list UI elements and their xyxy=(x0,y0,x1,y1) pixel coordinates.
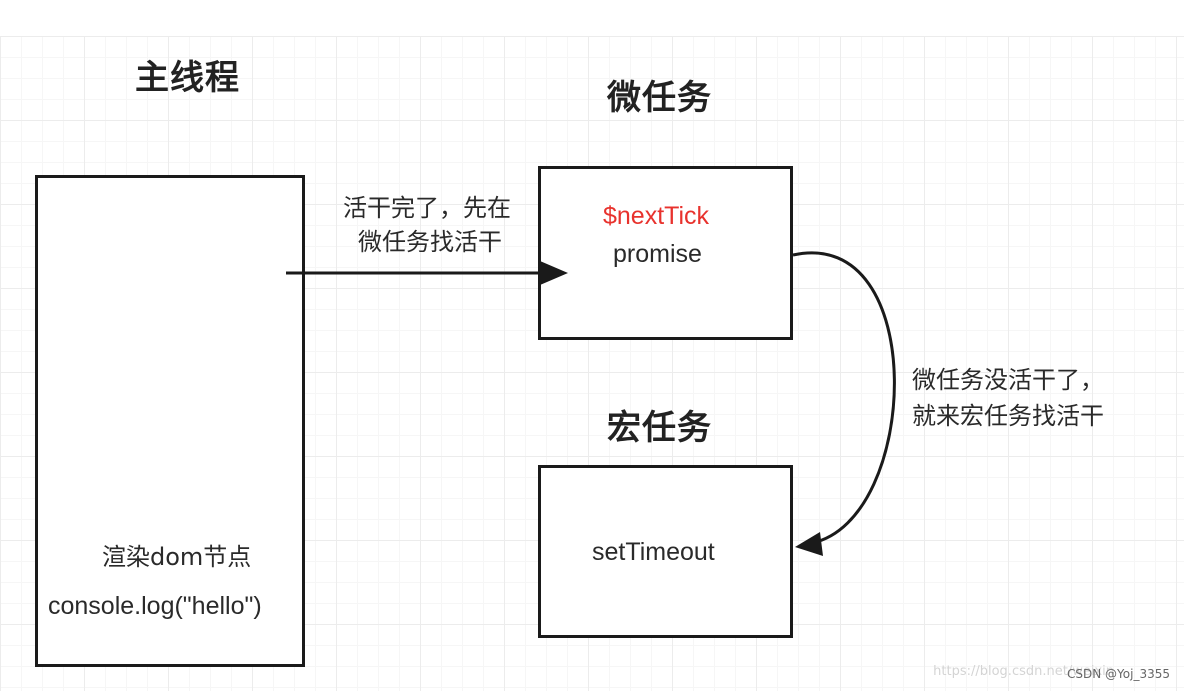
to-micro-note-line1: 活干完了，先在 xyxy=(343,194,511,222)
url-watermark: https://blog.csdn.net/weixin xyxy=(933,664,1114,679)
to-micro-note-line2: 微任务找活干 xyxy=(358,228,502,256)
micro-task-heading: 微任务 xyxy=(607,78,712,118)
to-macro-note-line1: 微任务没活干了， xyxy=(912,366,1104,394)
micro-to-macro-arrow-curve xyxy=(792,251,896,545)
set-timeout-label: setTimeout xyxy=(592,538,715,566)
micro-task-box xyxy=(538,166,793,340)
macro-task-heading: 宏任务 xyxy=(607,408,712,448)
render-dom-label: 渲染dom节点 xyxy=(102,543,252,571)
next-tick-label: $nextTick xyxy=(603,202,710,230)
csdn-credit: CSDN @Yoj_3355 xyxy=(1067,667,1170,681)
macro-task-box xyxy=(538,465,793,638)
promise-label: promise xyxy=(613,240,702,268)
main-thread-heading: 主线程 xyxy=(135,58,240,98)
main-to-micro-arrow xyxy=(286,261,568,285)
to-macro-note-line2: 就来宏任务找活干 xyxy=(912,402,1104,430)
console-log-label: console.log("hello") xyxy=(48,592,262,620)
micro-to-macro-arrow-head xyxy=(795,532,823,556)
main-to-micro-arrow-head xyxy=(540,261,568,285)
micro-to-macro-arrow xyxy=(792,251,896,556)
top-margin xyxy=(0,0,1184,36)
main-thread-box xyxy=(35,175,305,667)
